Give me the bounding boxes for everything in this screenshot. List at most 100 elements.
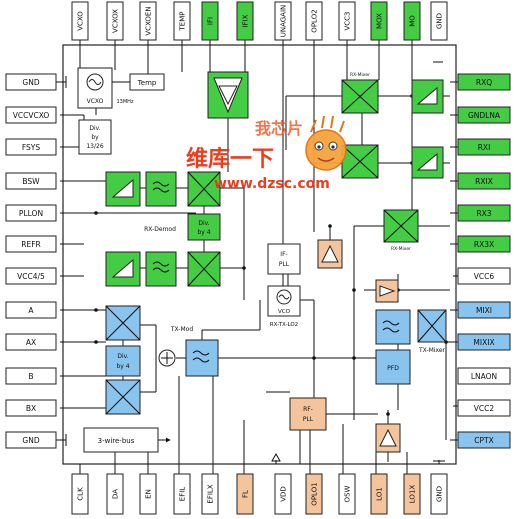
top-pin-2: VCXOX	[106, 1, 124, 41]
top-pin-label: MOX	[376, 13, 384, 29]
bottom-pin-5: EFILX	[201, 473, 219, 515]
rx-demod-label: RX-Demod	[144, 226, 176, 233]
tx-filter-right	[375, 309, 411, 345]
top-pin-label: GND	[436, 13, 444, 29]
tx-mixer-lower-left	[105, 379, 141, 415]
rf-pll-line2: PLL	[303, 416, 314, 423]
rx-mixer-right-upper	[341, 79, 379, 114]
rx-amplifier-upper	[105, 171, 141, 207]
vdd-symbol	[271, 452, 281, 462]
vco-label: VCO	[278, 309, 291, 315]
top-pin-label: MO	[409, 15, 417, 27]
bottom-pin-11: LO1X	[403, 473, 421, 515]
temp-label: Temp	[137, 79, 157, 87]
three-wire-bus-block: 3-wire-bus	[83, 427, 171, 453]
div4-rx-line2: by 4	[197, 229, 210, 236]
left-pin-label: PLLON	[19, 209, 43, 218]
top-pin-label: VCXO	[77, 11, 85, 31]
rx-filter-lower	[145, 251, 177, 287]
bottom-pin-label: EFILX	[207, 484, 215, 503]
rf-pll-line1: RF-	[303, 406, 313, 413]
rx-tx-lo2-label: RX-TX-LO2	[270, 322, 298, 328]
right-pin-2: GNDLNA	[457, 106, 511, 124]
tx-summing-node	[158, 349, 176, 367]
left-pin-3: FSYS	[5, 138, 57, 156]
right-pin-11: VCC2	[457, 399, 511, 417]
right-pin-8: MIXI	[457, 301, 511, 319]
right-pin-label: VCC2	[474, 404, 495, 413]
bottom-pin-label: GND	[436, 486, 444, 502]
bus-label: 3-wire-bus	[98, 437, 135, 445]
vcxo-freq-label: 13MHz	[116, 99, 133, 105]
left-pin-label: B	[28, 372, 33, 381]
left-pin-label: VCCVCXO	[13, 111, 50, 120]
watermark-line1: 维库一下	[186, 146, 274, 172]
right-pin-label: RX3	[476, 209, 491, 218]
top-pin-label: VCC3	[344, 11, 352, 30]
rx-filter-upper	[145, 171, 177, 207]
right-pin-6: RX3X	[457, 235, 511, 253]
top-pin-label: VCXOX	[112, 9, 120, 33]
vco-block: VCO	[267, 285, 301, 317]
top-pin-10: MOX	[370, 1, 388, 41]
top-pin-label: VCXOEN	[145, 6, 153, 35]
div-13-26-block: Div. by 13/26	[78, 119, 112, 155]
top-pin-7: UNAGAIN	[274, 1, 292, 41]
right-pin-label: RXQ	[476, 78, 492, 87]
right-pin-9: MIXIX	[457, 333, 511, 351]
left-pin-label: A	[28, 306, 34, 315]
top-pin-12: GND	[430, 1, 448, 41]
left-pin-7: VCC4/5	[5, 267, 57, 285]
right-pin-label: MIXIX	[473, 338, 494, 347]
bottom-pin-label: EFIL	[179, 487, 187, 502]
watermark-logo: 我芯片 维库一下 www.dzsc.com	[186, 115, 347, 192]
left-pin-11: BX	[5, 399, 57, 417]
left-pin-label: REFR	[21, 240, 40, 249]
top-pin-1: VCXO	[71, 1, 89, 41]
top-pin-11: MO	[403, 1, 421, 41]
bottom-pin-1: CLK	[71, 473, 89, 515]
div-by-4-rx-block: Div. by 4	[187, 213, 221, 241]
bottom-pin-label: OSW	[344, 485, 352, 502]
bottom-pin-6: FL	[236, 473, 254, 515]
rx-amplifier-lower	[105, 251, 141, 287]
bottom-pin-label: EN	[145, 489, 153, 499]
div4-tx-line1: Div.	[117, 353, 128, 360]
div-fsys-line2: by	[91, 134, 99, 141]
orange-buffer-amp	[317, 239, 343, 269]
left-pin-12: GND	[5, 431, 57, 449]
pfd-block: PFD	[375, 349, 411, 385]
left-pin-label: AX	[26, 338, 36, 347]
bottom-pin-10: LO1	[370, 473, 388, 515]
temp-sensor-block: Temp	[129, 73, 165, 91]
div-by-4-tx-block: Div. by 4	[105, 345, 141, 377]
bottom-pin-label: VDD	[280, 486, 288, 502]
right-pin-label: LNAON	[471, 372, 497, 381]
right-pin-3: RXI	[457, 138, 511, 156]
pfd-label: PFD	[387, 365, 399, 372]
bottom-pin-3: EN	[139, 473, 157, 515]
top-pin-8: OPLO2	[305, 1, 323, 41]
if-pll-block: IF- PLL	[267, 243, 301, 275]
watermark-brand: 我芯片	[255, 119, 303, 138]
bottom-pin-label: FL	[242, 490, 250, 498]
div4-rx-line1: Div.	[198, 220, 209, 227]
bottom-pin-label: OPLO1	[311, 482, 319, 505]
left-pin-label: VCC4/5	[17, 272, 45, 281]
left-pin-9: AX	[5, 333, 57, 351]
right-pin-label: RX3X	[474, 240, 494, 249]
top-pin-5: IFI	[201, 1, 219, 41]
bottom-pin-12: GND	[430, 473, 448, 515]
left-pin-label: GND	[22, 436, 39, 445]
right-pin-1: RXQ	[457, 73, 511, 91]
tx-mod-label: TX-Mod	[170, 326, 193, 333]
bottom-pin-label: CLK	[77, 487, 85, 501]
right-pin-label: RXI	[478, 143, 491, 152]
right-pin-label: GNDLNA	[468, 111, 501, 120]
left-pin-10: B	[5, 367, 57, 385]
right-pin-12: CPTX	[457, 431, 511, 449]
rx-mixer-lower	[187, 251, 221, 287]
